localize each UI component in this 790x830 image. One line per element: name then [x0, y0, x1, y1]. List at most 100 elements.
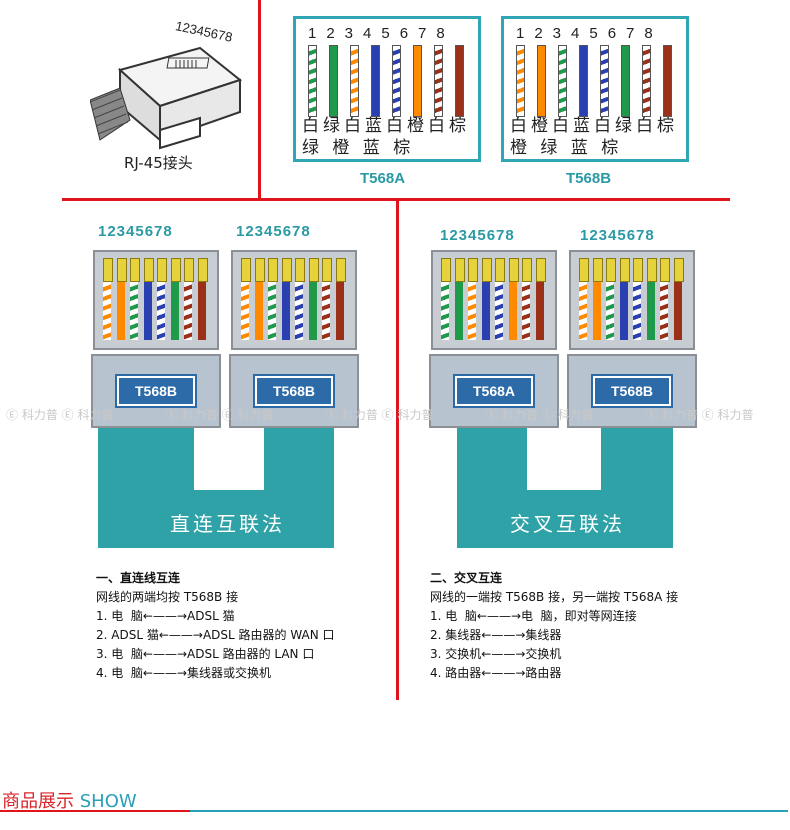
t568b-color-row2: 橙 绿 蓝 棕: [510, 138, 623, 158]
rj45-caption: RJ-45接头: [124, 154, 193, 172]
footer-underline: [0, 810, 190, 812]
crossover-plug1-pin-1: [441, 258, 451, 282]
straight-plug1-wire-4: [143, 282, 152, 340]
straight-plug1-wire-1: [103, 282, 111, 340]
straight-cable-base: [98, 490, 334, 548]
straight-plug1-pin-3: [130, 258, 140, 282]
crossover-plug1-wire-8: [535, 282, 544, 340]
straight-plug1-wire-5: [157, 282, 165, 340]
straight-plug2-pin-1: [241, 258, 251, 282]
crossover-plug1-pin-4: [481, 258, 492, 282]
straight-plug2-pin-3: [268, 258, 278, 282]
t568a-color-row1: 白绿白蓝白橙白棕: [302, 116, 470, 136]
straight-plug2-pin-5: [295, 258, 305, 282]
crossover-plug2-pins: 12345678: [580, 227, 655, 244]
straight-plug1-tag: T568B: [115, 374, 197, 408]
t568b-wire-4: [579, 45, 588, 117]
straight-plug2: [231, 250, 357, 350]
straight-plug2-wire-3: [268, 282, 276, 340]
crossover-plug1-wire-3: [468, 282, 476, 340]
t568a-wire-6: [413, 45, 422, 117]
straight-plug2-pin-4: [281, 258, 292, 282]
crossover-plug2-pin-2: [592, 258, 603, 282]
crossover-item-1: 1. 电 脑←——→电 脑，即对等网连接: [430, 609, 637, 623]
watermark-1: Ⓔ 科力普 Ⓔ 科力普: [6, 408, 114, 422]
t568b-pin-numbers: 12345678: [516, 25, 663, 42]
crossover-heading: 二、交叉互连: [430, 571, 503, 585]
straight-plug2-pin-8: [335, 258, 346, 282]
crossover-item-2: 2. 集线器←——→集线器: [430, 628, 562, 642]
straight-plug2-wire-2: [254, 282, 263, 340]
straight-plug1-pins: 12345678: [98, 223, 173, 240]
rj45-drawing: [90, 46, 243, 150]
straight-plug2-pin-7: [322, 258, 332, 282]
straight-cable-right: [264, 428, 334, 490]
crossover-plug1-tag: T568A: [453, 374, 535, 408]
straight-plug1-pin-5: [157, 258, 167, 282]
crossover-plug1-pin-5: [495, 258, 505, 282]
t568a-wire-5: [392, 45, 401, 117]
t568a-wire-2: [329, 45, 338, 117]
divider-vertical-bottom: [396, 200, 399, 700]
t568b-color-row1: 白橙白蓝白绿白棕: [510, 116, 678, 136]
footer-title-en: SHOW: [79, 791, 137, 812]
crossover-plug2-pin-1: [579, 258, 589, 282]
watermark-4: Ⓔ 科力普 Ⓔ 科力普: [486, 408, 594, 422]
crossover-plug2-pin-8: [673, 258, 684, 282]
straight-plug1-wire-6: [170, 282, 179, 340]
divider-vertical-top: [258, 0, 261, 200]
straight-plug1-pin-1: [103, 258, 113, 282]
crossover-plug2-wire-4: [619, 282, 628, 340]
crossover-plug2-tag: T568B: [591, 374, 673, 408]
crossover-plug1-pin-7: [522, 258, 532, 282]
crossover-plug2-body: T568B: [567, 354, 697, 428]
straight-plug2-wire-5: [295, 282, 303, 340]
watermark-5: Ⓔ 科力普 Ⓔ 科力普: [646, 408, 754, 422]
straight-subheading: 网线的两端均按 T568B 接: [96, 590, 239, 604]
crossover-cable-right: [601, 428, 673, 490]
crossover-plug2-wire-7: [660, 282, 668, 340]
straight-plug1: [93, 250, 219, 350]
footer-title-cn: 商品展示: [2, 791, 74, 812]
t568b-label: T568B: [566, 170, 612, 187]
t568b-wire-5: [600, 45, 609, 117]
straight-plug2-wire-6: [308, 282, 317, 340]
t568a-wire-8: [455, 45, 464, 117]
straight-plug1-wire-8: [197, 282, 206, 340]
straight-plug1-pin-6: [170, 258, 181, 282]
t568a-wire-3: [350, 45, 359, 117]
t568a-pin-numbers: 12345678: [308, 25, 455, 42]
crossover-plug1-pin-2: [454, 258, 465, 282]
crossover-plug1-pin-8: [535, 258, 546, 282]
t568a-wire-1: [308, 45, 317, 117]
crossover-item-4: 4. 路由器←——→路由器: [430, 666, 562, 680]
straight-item-3: 3. 电 脑←——→ADSL 路由器的 LAN 口: [96, 647, 315, 661]
crossover-plug2-wire-8: [673, 282, 682, 340]
straight-plug2-body: T568B: [229, 354, 359, 428]
t568b-wire-8: [663, 45, 672, 117]
straight-cable-label: 直连互联法: [170, 512, 285, 536]
crossover-plug1-wire-2: [454, 282, 463, 340]
crossover-plug1-pins: 12345678: [440, 227, 515, 244]
straight-plug2-wire-7: [322, 282, 330, 340]
straight-plug1-wire-7: [184, 282, 192, 340]
crossover-plug1-wire-1: [441, 282, 449, 340]
crossover-plug1: [431, 250, 557, 350]
crossover-plug2-wire-5: [633, 282, 641, 340]
crossover-cable-left: [457, 428, 527, 490]
t568a-label: T568A: [360, 170, 406, 187]
crossover-plug2-wire-1: [579, 282, 587, 340]
crossover-plug2: [569, 250, 695, 350]
t568b-wire-6: [621, 45, 630, 117]
crossover-plug1-pin-6: [508, 258, 519, 282]
crossover-plug2-wire-3: [606, 282, 614, 340]
straight-plug2-wire-1: [241, 282, 249, 340]
t568b-wire-2: [537, 45, 546, 117]
t568b-color-box: 12345678 白橙白蓝白绿白棕 橙 绿 蓝 棕: [501, 16, 689, 162]
crossover-cable-label: 交叉互联法: [510, 512, 625, 536]
crossover-plug1-pin-3: [468, 258, 478, 282]
footer-rule: [190, 810, 788, 812]
straight-item-1: 1. 电 脑←——→ADSL 猫: [96, 609, 235, 623]
crossover-plug2-pin-7: [660, 258, 670, 282]
straight-plug2-pin-2: [254, 258, 265, 282]
